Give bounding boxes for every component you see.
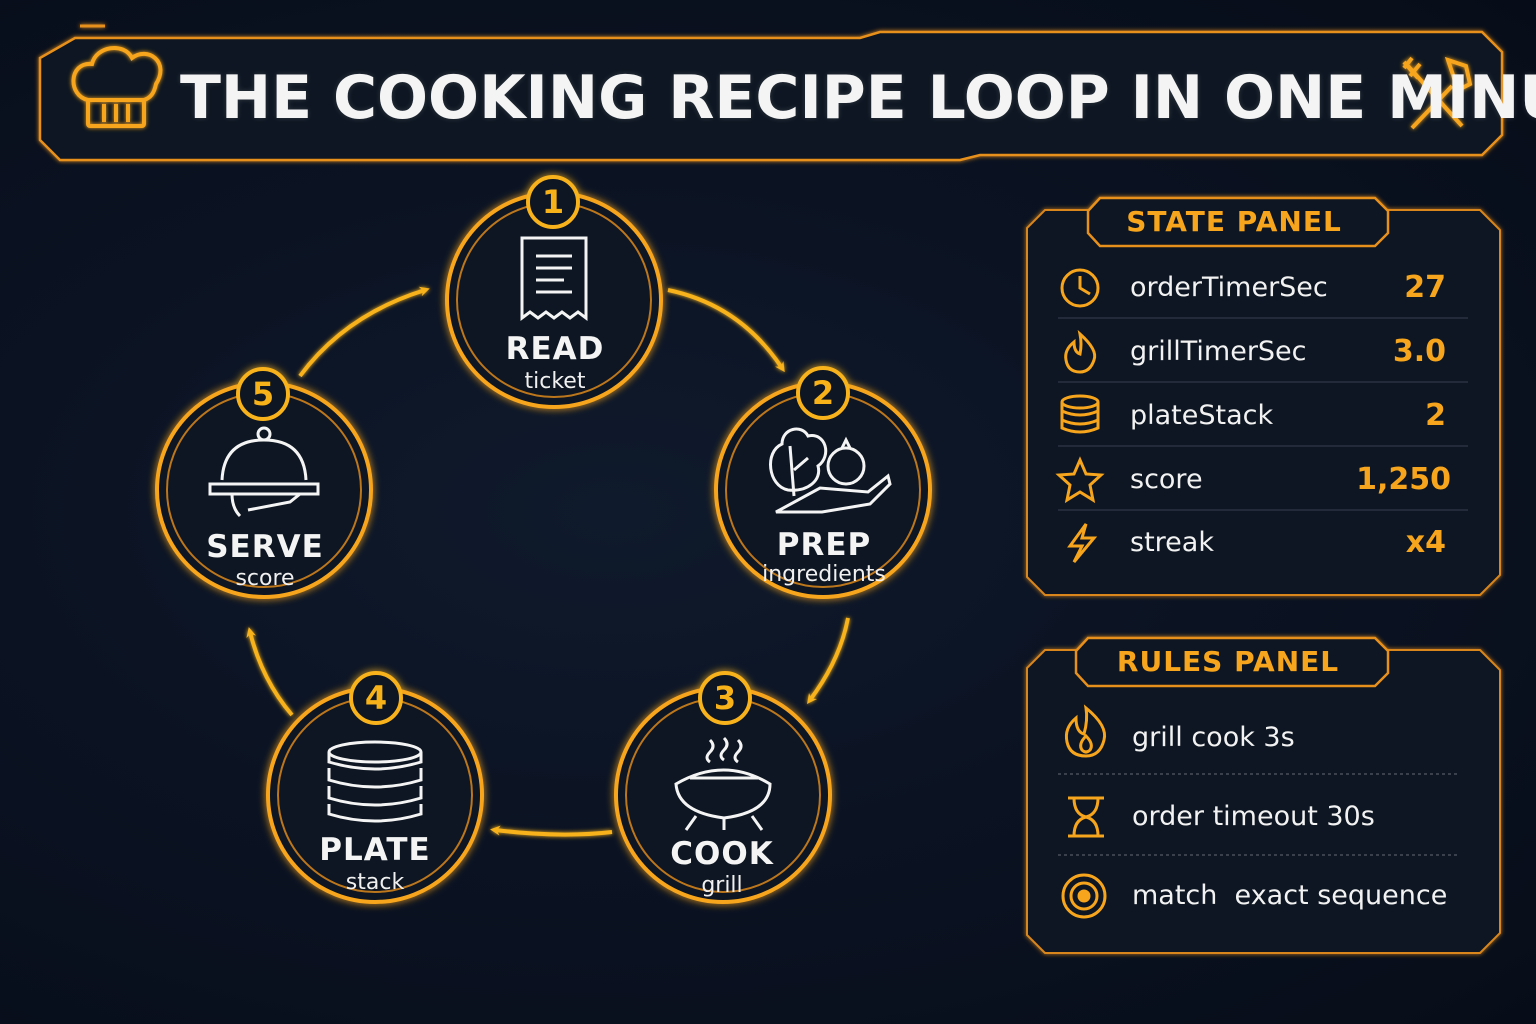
page-title: THE COOKING RECIPE LOOP IN ONE MINUTE [180, 63, 1536, 133]
arrow-4-to-5 [246, 627, 294, 717]
step-4-circle [266, 671, 484, 904]
step-number: 4 [364, 679, 388, 717]
state-row-name: streak [1130, 527, 1214, 558]
arrow-5-to-1 [298, 286, 430, 378]
step-sublabel: grill [701, 873, 743, 898]
stack-icon [1060, 394, 1100, 434]
state-panel-title: STATE PANEL [1126, 205, 1342, 238]
step-3-circle [614, 671, 832, 904]
step-number: 2 [811, 374, 835, 412]
step-sublabel: ticket [524, 369, 586, 394]
rule-item: order timeout 30s [1132, 801, 1375, 832]
step-label: PLATE [319, 832, 431, 868]
state-panel-frame [1026, 196, 1501, 596]
vegetables-cutting-board-icon [769, 427, 892, 514]
rules-panel-title: RULES PANEL [1116, 645, 1340, 678]
arrow-2-to-3 [807, 617, 850, 705]
crossed-utensils-icon [1402, 56, 1473, 130]
step-sublabel: score [235, 566, 295, 591]
hourglass-icon [1068, 796, 1104, 838]
step-number: 1 [541, 183, 565, 221]
step-label: SERVE [206, 529, 324, 565]
clock-icon [1060, 268, 1100, 308]
plate-stack-icon [327, 740, 423, 823]
lightning-icon [1067, 523, 1098, 563]
target-icon [1061, 873, 1107, 919]
state-row-name: plateStack [1130, 400, 1274, 431]
arrow-1-to-2 [667, 288, 785, 373]
state-row-name: grillTimerSec [1130, 336, 1307, 367]
rule-item: grill cook 3s [1132, 722, 1295, 753]
step-label: READ [505, 331, 605, 367]
state-row-name: score [1130, 464, 1203, 495]
star-icon [1055, 456, 1105, 504]
step-circles [155, 175, 932, 904]
flame-icon [1064, 329, 1097, 374]
rule-flame-icon [1064, 704, 1107, 758]
step-number: 3 [713, 679, 737, 717]
step-label: COOK [670, 836, 774, 872]
state-row-value: 2 [1425, 398, 1446, 433]
receipt-icon [520, 236, 588, 321]
state-row-value: x4 [1405, 525, 1446, 560]
step-5-circle [155, 367, 373, 599]
step-sublabel: ingredients [762, 562, 886, 587]
step-2-circle [714, 366, 932, 599]
rules-panel-frame [1026, 636, 1501, 954]
state-row-value: 1,250 [1356, 462, 1451, 497]
step-label: PREP [776, 527, 872, 563]
state-row-name: orderTimerSec [1130, 272, 1328, 303]
grill-icon [674, 736, 772, 831]
cloche-icon [208, 426, 320, 518]
header-frame [38, 24, 1504, 162]
chef-hat-icon [71, 45, 163, 128]
arrow-3-to-4 [490, 825, 613, 837]
step-sublabel: stack [345, 870, 405, 895]
step-1-circle [445, 175, 663, 409]
state-row-value: 27 [1404, 270, 1446, 305]
state-row-value: 3.0 [1392, 334, 1446, 369]
loop-arrows [246, 286, 850, 837]
rule-item: match exact sequence [1132, 880, 1448, 911]
step-number: 5 [251, 375, 275, 413]
